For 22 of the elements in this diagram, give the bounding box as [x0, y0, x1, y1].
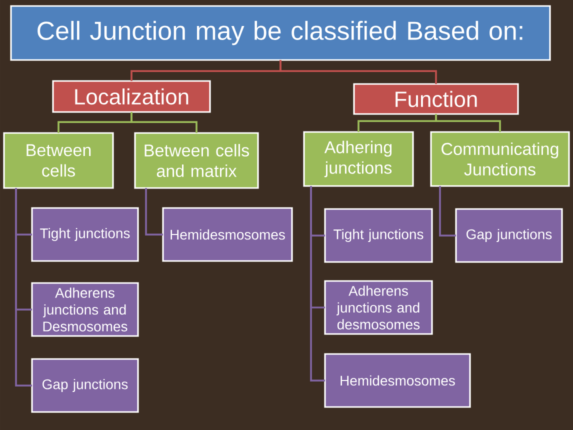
- connector-line: [145, 188, 163, 236]
- junction-box: Hemidesmosomes: [324, 353, 471, 408]
- junction-box: Hemidesmosomes: [162, 207, 293, 262]
- junction-box: Adherens junctions and desmosomes: [324, 280, 433, 335]
- junction-box: Gap junctions: [31, 358, 139, 413]
- connector-line: [280, 60, 437, 84]
- subcategory-box: Between cells: [3, 132, 114, 189]
- connector-line: [435, 114, 501, 132]
- subcategory-box: Adhering junctions: [303, 131, 414, 187]
- heading-box: Cell Junction may be classified Based on:: [10, 5, 551, 61]
- connector-line: [130, 112, 198, 133]
- connector-line: [15, 188, 32, 386]
- connector-line: [439, 186, 456, 236]
- junction-box: Tight junctions: [31, 207, 139, 262]
- category-box: Localization: [52, 80, 211, 113]
- junction-box: Tight junctions: [324, 208, 433, 263]
- junction-box: Gap junctions: [455, 208, 563, 263]
- subcategory-box: Communicating Junctions: [430, 131, 570, 187]
- category-box: Function: [353, 83, 519, 115]
- junction-box: Adherens junctions and Desmosomes: [31, 282, 139, 337]
- connector-line: [310, 186, 325, 382]
- subcategory-box: Between cells and matrix: [134, 132, 259, 189]
